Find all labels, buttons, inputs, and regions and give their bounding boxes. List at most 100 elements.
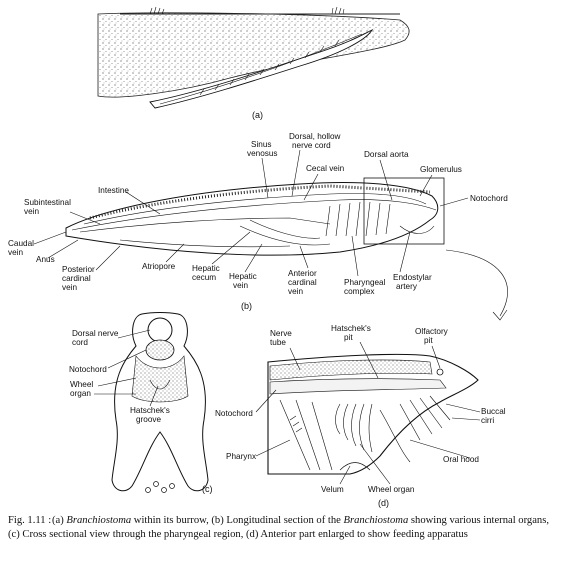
label-nerve-tube-2: tube xyxy=(270,338,286,347)
label-anus: Anus xyxy=(36,255,55,264)
hepatic-vein-line xyxy=(239,225,331,246)
caption-genus-2: Branchiostoma xyxy=(343,515,409,526)
label-anterior: Anterior xyxy=(288,269,317,278)
label-oral-hood: Oral hood xyxy=(443,455,479,464)
label-hatschek-groove-2: groove xyxy=(136,415,161,424)
cirrus-dot xyxy=(169,483,175,489)
panel-b-longitudinal-section: Sinus venosus Dorsal, hollow nerve cord … xyxy=(8,132,508,321)
label-posterior-3: vein xyxy=(62,283,77,292)
notochord-shape xyxy=(145,339,175,361)
panel-label-a: (a) xyxy=(252,110,263,120)
label-wheel-organ: Wheel organ xyxy=(368,485,415,494)
label-nerve-tube: Nerve xyxy=(270,329,292,338)
enlargement-arrowhead xyxy=(492,309,508,321)
panel-c-cross-section: Dorsal nerve cord Notochord Wheel organ … xyxy=(69,312,213,494)
cirrus-dot xyxy=(145,487,151,493)
caption-part-2: within its burrow, (b) Longitudinal sect… xyxy=(131,515,344,526)
fin-rays xyxy=(89,184,431,220)
hepatic-cecum-shape xyxy=(249,219,321,239)
caption-genus-1: Branchiostoma xyxy=(66,515,132,526)
enlargement-arrow xyxy=(445,249,508,317)
leader-lines-c xyxy=(94,329,159,407)
sand-substrate xyxy=(97,12,410,98)
lancelet-myomeres xyxy=(199,39,340,96)
label-posterior-2: cardinal xyxy=(62,274,91,283)
olfactory-pit-shape xyxy=(436,368,444,376)
burrow-cirri-right xyxy=(331,6,345,15)
label-endostylar: Endostylar xyxy=(393,273,432,282)
label-endostylar-2: artery xyxy=(396,282,418,291)
label-velum: Velum xyxy=(321,485,344,494)
label-hepatic-cecum-2: cecum xyxy=(192,273,216,282)
burrow-cirri-left xyxy=(149,6,165,15)
label-olfactory-2: pit xyxy=(424,336,433,345)
hatschek-groove-shape xyxy=(149,379,171,390)
label-subintestinal: Subintestinal xyxy=(24,198,71,207)
label-glomerulus: Glomerulus xyxy=(420,165,462,174)
gill-slits xyxy=(325,201,391,237)
label-anterior-3: vein xyxy=(288,287,303,296)
label-hatschek-pit: Hatschek's xyxy=(331,324,371,333)
label-sinus-venosus-2: venosus xyxy=(247,149,278,158)
leader-lines-b xyxy=(33,149,469,277)
label-hatschek-groove: Hatschek's xyxy=(130,406,170,415)
cirrus-dot xyxy=(153,481,159,487)
panel-label-c: (c) xyxy=(202,484,213,494)
leader-lines-d xyxy=(255,341,481,485)
oral-hood-shape xyxy=(399,225,435,234)
pharynx-arrows xyxy=(289,415,303,433)
label-c-notochord: Notochord xyxy=(69,365,107,374)
label-pharyngeal-2: complex xyxy=(344,287,375,296)
panel-d-anterior-enlarged: Nerve tube Hatschek's pit Olfactory pit … xyxy=(215,324,506,508)
label-d-notochord: Notochord xyxy=(215,409,253,418)
nerve-cord-line xyxy=(83,193,427,225)
label-atriopore: Atriopore xyxy=(142,262,176,271)
label-dorsal-nerve-2: cord xyxy=(72,338,88,347)
intestine-line xyxy=(79,217,331,233)
label-hepatic-vein-2: vein xyxy=(233,281,248,290)
label-posterior: Posterior xyxy=(62,265,95,274)
label-buccal-2: cirri xyxy=(481,416,494,425)
enlarged-region-box xyxy=(363,177,445,245)
label-hepatic-cecum: Hepatic xyxy=(192,264,220,273)
pharynx-bars xyxy=(279,399,333,471)
panel-label-b: (b) xyxy=(241,301,252,311)
label-buccal: Buccal xyxy=(481,407,506,416)
label-anterior-2: cardinal xyxy=(288,278,317,287)
notochord-band xyxy=(269,378,447,395)
label-wheel-2: organ xyxy=(70,389,91,398)
wheel-organ-tissue xyxy=(131,355,189,403)
dorsal-nerve-cord-shape xyxy=(147,317,173,343)
label-dorsal-hollow: Dorsal, hollow xyxy=(289,132,341,141)
label-caudal: Caudal xyxy=(8,239,34,248)
label-dorsal-aorta: Dorsal aorta xyxy=(364,150,409,159)
oral-hood-edge xyxy=(379,409,411,463)
caption-part-3: showing various internal organs, (c) Cro… xyxy=(8,515,549,540)
label-pharyngeal: Pharyngeal xyxy=(344,278,386,287)
label-caudal-2: vein xyxy=(8,248,23,257)
lancelet-body xyxy=(149,28,374,109)
panel-a-burrow: (a) xyxy=(97,6,410,120)
label-pharynx: Pharynx xyxy=(226,452,256,461)
caption-part-1: (a) xyxy=(52,515,67,526)
cirrus-dot xyxy=(161,487,167,493)
subintestinal-line xyxy=(119,239,291,248)
wheel-organ-lobes xyxy=(335,403,373,453)
label-notochord: Notochord xyxy=(470,194,508,203)
label-nerve-cord: nerve cord xyxy=(292,141,331,150)
nerve-tube-band xyxy=(269,359,433,381)
label-hepatic-vein: Hepatic xyxy=(229,272,257,281)
label-cecal-vein: Cecal vein xyxy=(306,164,345,173)
panel-label-d: (d) xyxy=(378,498,389,508)
label-subintestinal-2: vein xyxy=(24,207,39,216)
buccal-cirri-lines xyxy=(399,395,451,441)
figure-caption: Fig. 1.11 :(a) Branchiostoma within its … xyxy=(8,514,560,542)
label-wheel: Wheel xyxy=(70,380,93,389)
label-intestine: Intestine xyxy=(98,186,129,195)
label-dorsal-nerve: Dorsal nerve xyxy=(72,329,119,338)
label-olfactory: Olfactory xyxy=(415,327,449,336)
caption-fig-number: Fig. 1.11 : xyxy=(8,515,52,526)
velum-shape xyxy=(339,462,371,471)
notochord-line xyxy=(71,199,437,231)
